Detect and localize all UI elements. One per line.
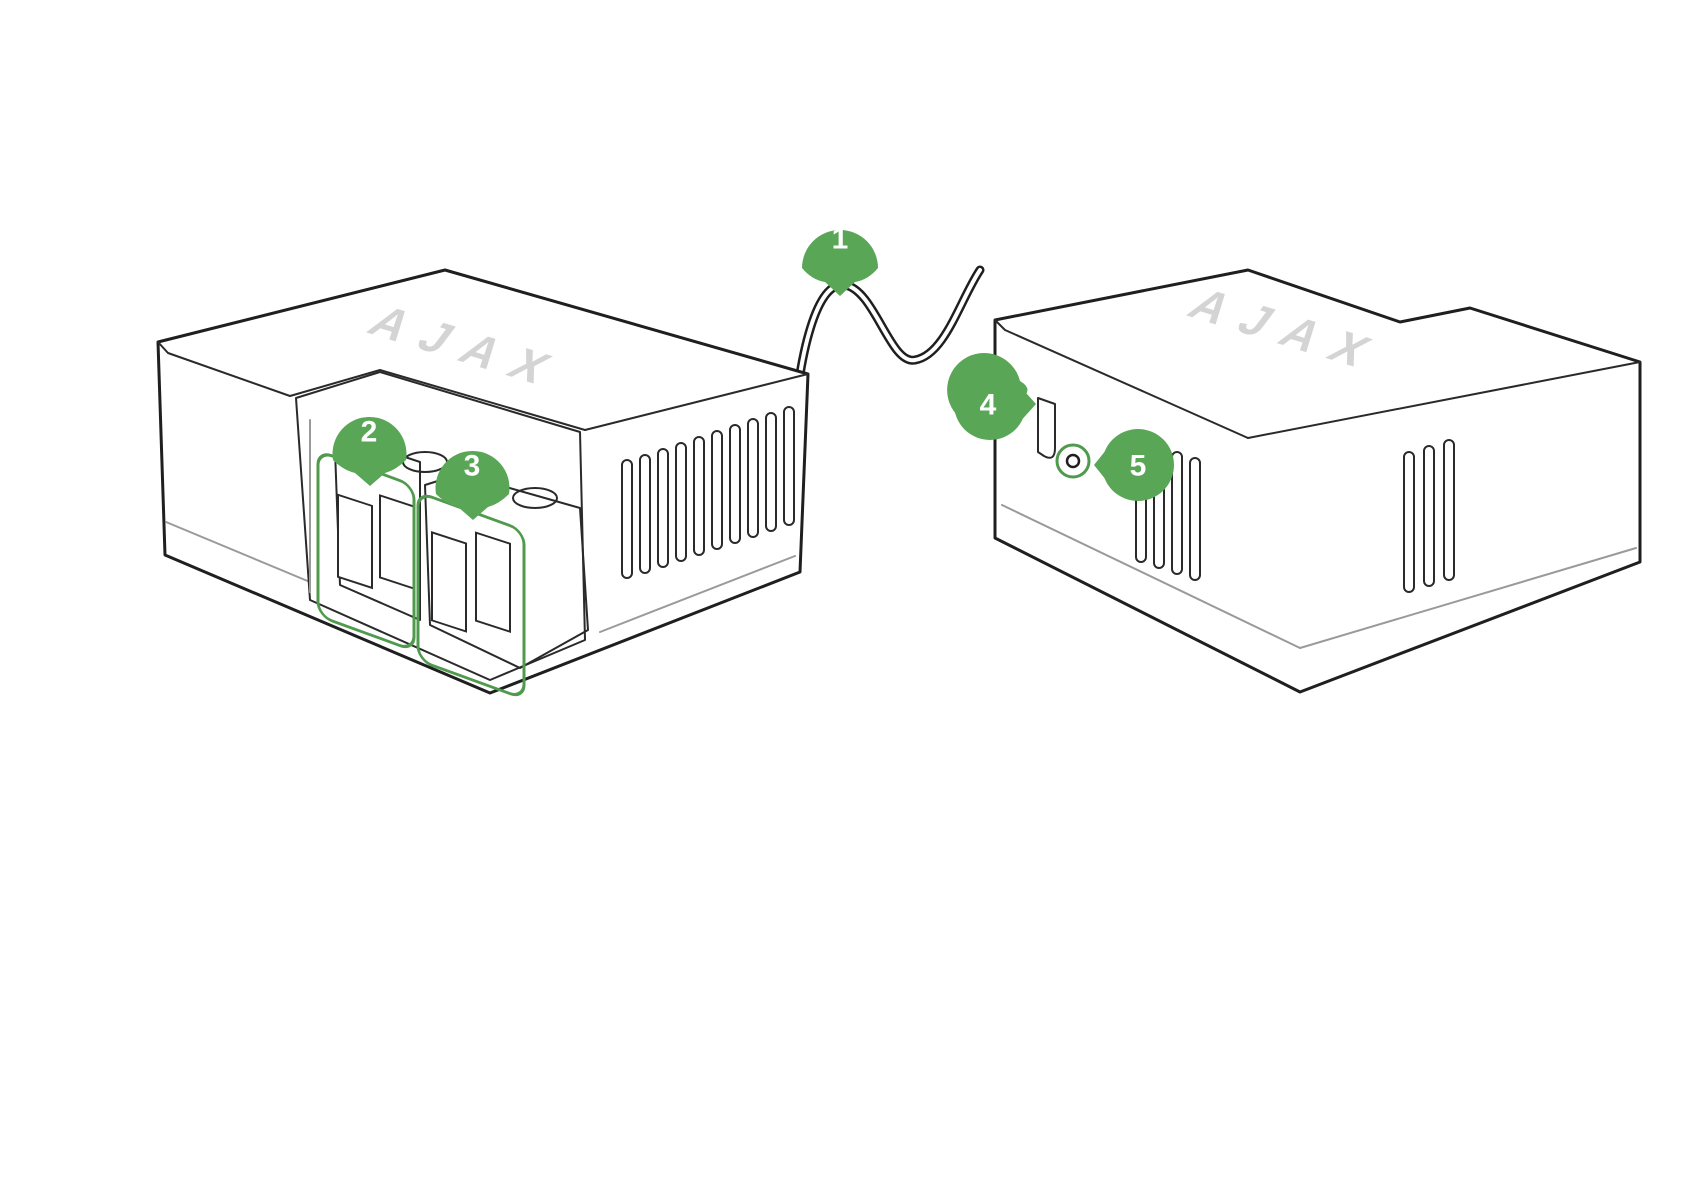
svg-text:2: 2 [361,416,378,449]
left-device: AJAX [158,270,980,699]
callout-1: 1 [802,223,878,297]
svg-text:4: 4 [980,389,997,422]
svg-text:5: 5 [1130,450,1147,483]
function-button [1057,445,1089,477]
vent-grille-right-front [1404,440,1454,592]
right-device: AJAX [995,270,1640,692]
svg-text:1: 1 [832,223,849,256]
svg-text:3: 3 [464,450,481,483]
